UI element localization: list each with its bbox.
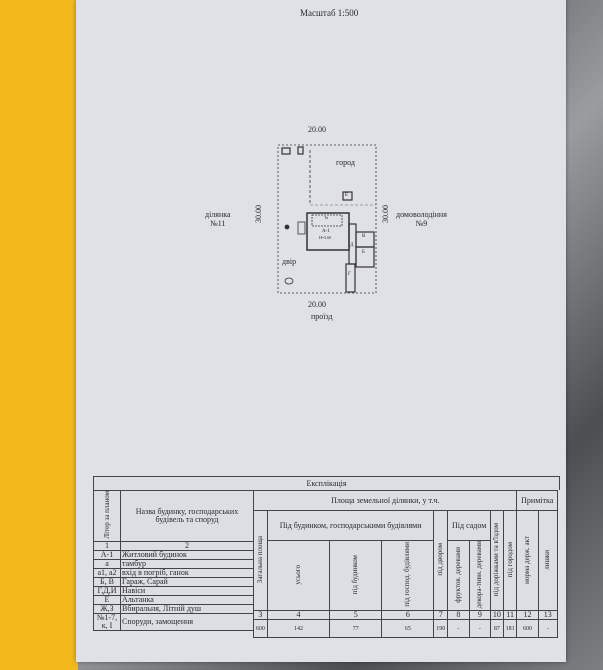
row-code: Г,Д,И xyxy=(93,585,121,596)
col-header: під будинком xyxy=(351,555,360,595)
col-number: 4 xyxy=(266,610,331,621)
area-header: Площа земельної ділянки, у т.ч. xyxy=(252,490,518,511)
row-code: а xyxy=(93,558,121,569)
house-label: А-1 xyxy=(322,229,330,234)
area-value: 87 xyxy=(490,619,504,639)
row-name: Альтанка xyxy=(120,594,254,605)
col-header: норма держ. акт xyxy=(523,535,532,584)
col-number: 1 xyxy=(93,540,121,551)
col-number: 5 xyxy=(329,610,383,621)
b-label: Б xyxy=(362,250,365,255)
col-header: Літер за планом xyxy=(102,491,111,539)
col-header: усього xyxy=(294,564,303,585)
row-name: Житловий будинок xyxy=(120,549,254,560)
row-code: Ж,З xyxy=(93,603,121,614)
col-number: 2 xyxy=(120,540,254,551)
col-header: під господ. будівлями xyxy=(403,542,412,607)
area-value: - xyxy=(447,619,470,639)
yellow-folder xyxy=(0,0,78,670)
col-header: лишки xyxy=(543,549,552,570)
col-number: 11 xyxy=(502,610,518,621)
row-name: тамбур xyxy=(120,558,254,569)
col-number: 12 xyxy=(516,610,539,621)
road-label: проїзд xyxy=(311,312,333,321)
e-label: Е xyxy=(345,193,349,198)
col-header: фруктов. деревами xyxy=(453,546,462,603)
area-value: 181 xyxy=(502,619,518,639)
row-name: Вбиральня, Літній душ xyxy=(120,603,254,614)
area-value: 65 xyxy=(381,619,435,639)
row-code: Б, В xyxy=(93,576,121,587)
area-value: 77 xyxy=(329,619,383,639)
v-label: В xyxy=(362,234,366,239)
col-number: 10 xyxy=(490,610,504,621)
col-header: Загальна площа xyxy=(255,536,264,584)
row-code: А-1 xyxy=(93,549,121,560)
col-number: 7 xyxy=(433,610,449,621)
dim-top: 20.00 xyxy=(308,125,326,134)
row-name: Гараж, Сарай xyxy=(120,576,254,587)
yard-label: двір xyxy=(282,257,297,266)
area-table: Площа земельної ділянки, у т.ч.Примітка … xyxy=(252,490,559,639)
col-header: під доріжками та в'їздом xyxy=(492,523,501,597)
area-value: 142 xyxy=(266,619,331,639)
col-number: 8 xyxy=(447,610,470,621)
col-header: декора-тивн. деревами xyxy=(475,541,484,609)
note-header: Примітка xyxy=(516,490,558,511)
col-group-header: Під садом xyxy=(447,510,492,541)
area-value: 600 xyxy=(516,619,539,639)
plot-boundary xyxy=(277,144,377,294)
area-value: - xyxy=(468,619,492,639)
row-name: Навіси xyxy=(120,585,254,596)
row-code: Е xyxy=(93,594,121,605)
scale-title: Масштаб 1:500 xyxy=(300,8,359,18)
left-neighbor: ділянка №11 xyxy=(205,210,231,228)
g-label: Г xyxy=(348,272,351,277)
area-value: 190 xyxy=(433,619,449,639)
col-number: 3 xyxy=(253,610,268,621)
area-value: - xyxy=(537,619,559,639)
buildings-table: Літер за планом Назва будинку, господарсь… xyxy=(93,490,254,631)
dim-left: 30.00 xyxy=(254,205,263,223)
explication-title: Експлікація xyxy=(93,476,560,490)
row-name: вхід в погріб, ганок xyxy=(120,567,254,578)
col-header: під городом xyxy=(505,541,514,578)
area-value: 600 xyxy=(253,619,268,639)
col-header: під двором xyxy=(436,543,445,576)
d-label: Д xyxy=(350,243,354,248)
row-code: №1-7, к, І xyxy=(93,612,121,631)
col-group-header: Під будинком, господарськими будівлями xyxy=(266,510,435,541)
col-number: 9 xyxy=(468,610,492,621)
garden-label: город xyxy=(336,158,355,167)
col-number: 6 xyxy=(381,610,435,621)
col-number: 13 xyxy=(537,610,559,621)
dim-right: 30.00 xyxy=(381,205,390,223)
tambur-label: Та xyxy=(324,215,329,220)
dim-bottom: 20.00 xyxy=(308,300,326,309)
row-code: а1, а2 xyxy=(93,567,121,578)
house-height: Н=3.60 xyxy=(319,235,332,240)
row-name: Споруди, замощення xyxy=(120,612,254,631)
col-header: Назва будинку, господарських будівель та… xyxy=(120,490,254,542)
right-neighbor: домоволодіння №9 xyxy=(396,210,447,228)
